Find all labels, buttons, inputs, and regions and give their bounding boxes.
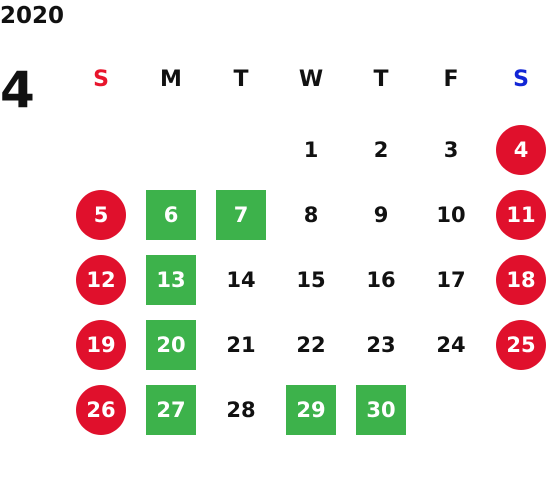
day-cell-27[interactable]: 27	[146, 385, 196, 435]
day-cell-13[interactable]: 13	[146, 255, 196, 305]
day-cell-9[interactable]: 9	[373, 203, 389, 227]
day-cell-18[interactable]: 18	[496, 255, 546, 305]
day-cell-19[interactable]: 19	[76, 320, 126, 370]
day-cell-11[interactable]: 11	[496, 190, 546, 240]
day-cell-17[interactable]: 17	[436, 268, 466, 292]
day-cell-14[interactable]: 14	[226, 268, 256, 292]
day-cell-6[interactable]: 6	[146, 190, 196, 240]
weekday-wednesday: W	[298, 67, 324, 92]
day-cell-10[interactable]: 10	[436, 203, 466, 227]
day-cell-4[interactable]: 4	[496, 125, 546, 175]
weekday-thursday: T	[373, 67, 389, 92]
day-cell-24[interactable]: 24	[436, 333, 466, 357]
day-cell-1[interactable]: 1	[303, 138, 319, 162]
day-cell-30[interactable]: 30	[356, 385, 406, 435]
day-cell-21[interactable]: 21	[226, 333, 256, 357]
day-cell-20[interactable]: 20	[146, 320, 196, 370]
weekday-saturday: S	[513, 67, 529, 92]
weekday-sunday: S	[93, 67, 109, 92]
day-cell-15[interactable]: 15	[296, 268, 326, 292]
year-label: 2020	[0, 3, 65, 29]
day-cell-8[interactable]: 8	[303, 203, 319, 227]
day-cell-23[interactable]: 23	[366, 333, 396, 357]
day-cell-22[interactable]: 22	[296, 333, 326, 357]
day-cell-7[interactable]: 7	[216, 190, 266, 240]
day-cell-29[interactable]: 29	[286, 385, 336, 435]
weekday-monday: M	[160, 67, 182, 92]
day-cell-3[interactable]: 3	[443, 138, 459, 162]
day-cell-12[interactable]: 12	[76, 255, 126, 305]
day-cell-5[interactable]: 5	[76, 190, 126, 240]
day-cell-26[interactable]: 26	[76, 385, 126, 435]
day-cell-2[interactable]: 2	[373, 138, 389, 162]
weekday-tuesday: T	[233, 67, 249, 92]
month-label: 4	[0, 61, 35, 119]
weekday-friday: F	[443, 67, 459, 92]
day-cell-25[interactable]: 25	[496, 320, 546, 370]
day-cell-28[interactable]: 28	[226, 398, 256, 422]
day-cell-16[interactable]: 16	[366, 268, 396, 292]
